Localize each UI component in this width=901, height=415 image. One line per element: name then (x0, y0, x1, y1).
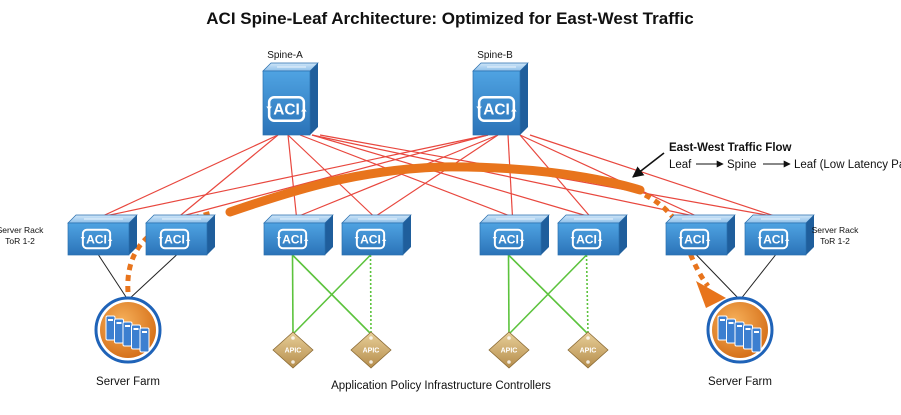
apic-link (369, 254, 372, 335)
apic-layer: APIC APIC APIC APIC (272, 331, 609, 369)
apic-badge-text: APIC (580, 348, 597, 355)
aci-badge-text: ACI (483, 102, 510, 119)
annotation-pointer (632, 152, 665, 178)
fabric-link (529, 134, 778, 218)
apic-caption: Application Policy Infrastructure Contro… (331, 380, 551, 392)
leaf-aci-badge: ACI (570, 228, 603, 250)
apic-link (292, 254, 372, 335)
fabric-link (287, 134, 375, 218)
fabric-link (311, 134, 591, 218)
apic-link (507, 254, 510, 335)
leaf-switch[interactable]: ACI (341, 214, 412, 256)
apic-link (585, 254, 589, 335)
leaf-aci-badge: ACI (158, 228, 191, 250)
aci-badge-text: ACI (282, 232, 303, 246)
server-farm-links (98, 254, 776, 301)
leaf-switch[interactable]: ACI (557, 214, 628, 256)
fabric-link (100, 134, 279, 218)
rack-right-line1: Server Rack (812, 225, 860, 235)
leaf-switch[interactable]: ACI (479, 214, 550, 256)
fabric-links (100, 134, 778, 218)
server-farm-right-icon (706, 296, 774, 364)
leaf-layer: ACI ACI ACI ACI ACI ACI ACI ACI (67, 214, 815, 256)
spine-aci-badge: ACI (266, 95, 307, 123)
ew-path-spine: Spine (727, 159, 756, 171)
aci-badge-text: ACI (763, 232, 784, 246)
farm-link (98, 254, 129, 301)
aci-badge-text: ACI (164, 232, 185, 246)
leaf-aci-badge: ACI (276, 228, 309, 250)
rack-left-line1: Server Rack (0, 225, 44, 235)
ew-path-leaf-1: Leaf (669, 159, 692, 171)
farm-link (739, 254, 776, 301)
fabric-link (178, 134, 489, 218)
aci-badge-text: ACI (684, 232, 705, 246)
fabric-link (374, 134, 499, 218)
spine-switch-a[interactable]: ACI (262, 62, 319, 136)
leaf-switch[interactable]: ACI (263, 214, 334, 256)
fabric-link (519, 134, 699, 218)
spine-switch-b[interactable]: ACI (472, 62, 529, 136)
apic-controller[interactable]: APIC (488, 331, 530, 369)
leaf-switch[interactable]: ACI (665, 214, 736, 256)
leaf-aci-badge: ACI (354, 228, 387, 250)
fabric-link (100, 134, 489, 218)
server-farm-left-label: Server Farm (96, 376, 160, 388)
ew-path-leaf-2: Leaf (Low Latency Path) (794, 159, 901, 171)
leaf-switch[interactable]: ACI (145, 214, 216, 256)
leaf-switch[interactable]: ACI (67, 214, 138, 256)
east-west-annotation: East-West Traffic Flow Leaf Spine Leaf (… (632, 142, 901, 178)
aci-badge-text: ACI (360, 232, 381, 246)
server-farms (94, 296, 774, 364)
fabric-link (178, 134, 279, 218)
apic-controller[interactable]: APIC (350, 331, 392, 369)
fabric-link (311, 134, 699, 218)
fabric-link (287, 134, 298, 218)
apic-controller[interactable]: APIC (272, 331, 314, 369)
flow-main-arc (225, 162, 645, 217)
leaf-switch[interactable]: ACI (744, 214, 815, 256)
fabric-link (299, 134, 513, 218)
flow-dotted-right (643, 192, 710, 288)
apic-badge-text: APIC (363, 348, 380, 355)
spine-layer: ACI ACI (262, 62, 529, 136)
apic-link (291, 254, 294, 335)
leaf-aci-badge: ACI (492, 228, 525, 250)
fabric-link (296, 134, 499, 218)
apic-badge-text: APIC (285, 348, 302, 355)
aci-badge-text: ACI (273, 102, 300, 119)
spine-aci-badge: ACI (476, 95, 517, 123)
server-farm-left-icon (94, 296, 162, 364)
east-west-flow-arrow (125, 162, 726, 308)
farm-link (127, 254, 177, 301)
apic-controller[interactable]: APIC (567, 331, 609, 369)
fabric-link (507, 134, 514, 218)
diagram-title: ACI Spine-Leaf Architecture: Optimized f… (206, 9, 693, 28)
flow-arrowhead (696, 281, 726, 308)
spine-b-label: Spine-B (477, 50, 513, 61)
flow-dotted-left (125, 210, 213, 293)
rack-right-line2: ToR 1-2 (820, 236, 850, 246)
farm-link (696, 254, 741, 301)
leaf-aci-badge: ACI (678, 228, 711, 250)
east-west-title: East-West Traffic Flow (669, 142, 792, 154)
aci-badge-text: ACI (86, 232, 107, 246)
spine-a-label: Spine-A (267, 50, 303, 61)
apic-links (291, 254, 589, 335)
rack-left-line2: ToR 1-2 (5, 236, 35, 246)
aci-badge-text: ACI (498, 232, 519, 246)
aci-badge-text: ACI (576, 232, 597, 246)
apic-badge-text: APIC (501, 348, 518, 355)
leaf-aci-badge: ACI (757, 228, 790, 250)
leaf-aci-badge: ACI (80, 228, 113, 250)
apic-link (508, 254, 588, 335)
server-farm-right-label: Server Farm (708, 376, 772, 388)
